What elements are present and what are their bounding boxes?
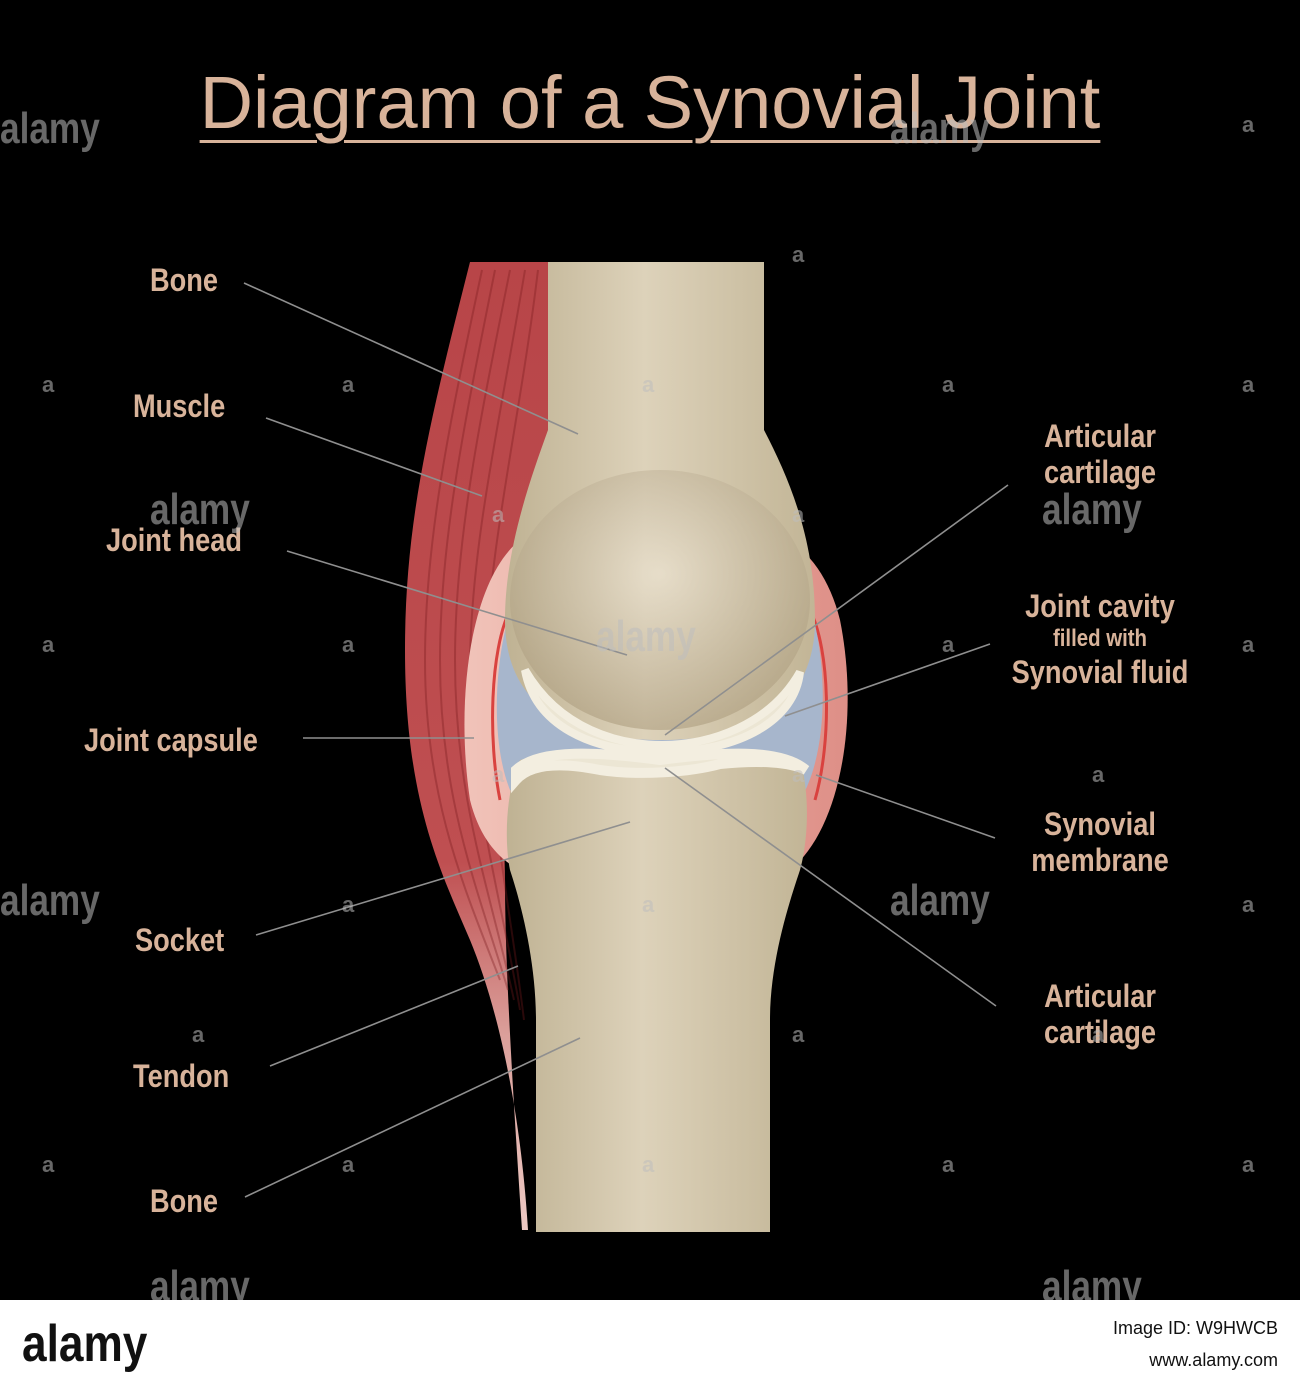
watermark-glyph: a <box>42 632 55 657</box>
label-bone-bottom: Bone <box>150 1183 218 1219</box>
watermark: alamy <box>890 104 990 153</box>
label-joint-cavity-line: Joint cavity <box>1025 588 1175 624</box>
upper-cartilage-shape <box>521 667 804 757</box>
diagram-canvas: Diagram of a Synovial Joint <box>0 61 1255 1311</box>
label-joint-capsule: Joint capsule <box>84 722 258 758</box>
joint-illustration <box>243 262 1009 1232</box>
site-url[interactable]: www.alamy.com <box>1149 1350 1278 1370</box>
joint-head-shape <box>510 470 810 730</box>
watermark-glyph: a <box>1242 372 1255 397</box>
watermark-glyph: a <box>492 762 505 787</box>
watermark-glyph: a <box>792 1022 805 1047</box>
watermark-glyph: a <box>1242 892 1255 917</box>
watermark: alamy <box>0 104 100 153</box>
watermark-glyph: a <box>792 502 805 527</box>
watermark: alamy <box>150 485 250 534</box>
diagram-title: Diagram of a Synovial Joint <box>199 61 1101 144</box>
label-synovial-fluid: Synovial fluid <box>1011 654 1189 690</box>
label-joint-cavity: Joint cavity filled with Synovial fluid <box>998 588 1202 690</box>
label-articular-line1: Articular <box>1044 418 1156 454</box>
label-synovial-line1: Synovial <box>1044 806 1156 842</box>
watermark: alamy <box>596 612 696 661</box>
lower-bone-shape <box>506 756 807 1232</box>
label-muscle: Muscle <box>133 388 226 424</box>
watermark-glyph: a <box>342 892 355 917</box>
footer-bar: alamy Image ID: W9HWCB www.alamy.com <box>0 1300 1300 1390</box>
watermark-glyph: a <box>942 1152 955 1177</box>
watermark-glyph: a <box>42 372 55 397</box>
watermark-glyph: a <box>342 632 355 657</box>
label-cartilage-line2: cartilage <box>1044 454 1156 490</box>
label-filled-with: filled with <box>1052 625 1148 652</box>
watermark-glyph: a <box>342 372 355 397</box>
watermark-glyph: a <box>1242 112 1255 137</box>
leader-lines <box>243 282 1009 1198</box>
lower-cartilage-shape <box>511 748 810 794</box>
label-articular-cartilage-bottom: Articular cartilage <box>1015 978 1185 1050</box>
watermark-glyph: a <box>1092 762 1105 787</box>
watermark-glyph: a <box>492 502 505 527</box>
label-synovial-membrane: Synovial membrane <box>1015 806 1185 878</box>
label-joint-head: Joint head <box>106 522 243 558</box>
watermark: alamy <box>0 876 100 925</box>
watermark: alamy <box>890 876 990 925</box>
label-articular-cartilage-top: Articular cartilage <box>1015 418 1185 490</box>
label-articular-line1-bottom: Articular <box>1044 978 1156 1014</box>
label-socket: Socket <box>135 922 225 958</box>
watermark-glyph: a <box>342 1152 355 1177</box>
watermark-glyph: a <box>192 1022 205 1047</box>
watermark-glyph: a <box>1242 1152 1255 1177</box>
watermark-glyph: a <box>642 372 655 397</box>
watermark-glyph: a <box>642 892 655 917</box>
label-tendon: Tendon <box>133 1058 230 1094</box>
watermark: alamy <box>1042 485 1142 534</box>
alamy-logo: alamy <box>22 1315 148 1373</box>
watermark-glyph: a <box>792 242 805 267</box>
watermark-glyph: a <box>1092 1022 1105 1047</box>
watermark-glyph: a <box>42 1152 55 1177</box>
label-bone-top: Bone <box>150 262 218 298</box>
watermark-glyph: a <box>642 1152 655 1177</box>
label-membrane-line2: membrane <box>1031 842 1169 878</box>
image-id: Image ID: W9HWCB <box>1112 1318 1278 1338</box>
label-cartilage-line2-bottom: cartilage <box>1044 1014 1156 1050</box>
watermark-glyph: a <box>942 372 955 397</box>
watermark-glyph: a <box>1242 632 1255 657</box>
watermark-glyph: a <box>942 632 955 657</box>
watermark-glyph: a <box>792 762 805 787</box>
